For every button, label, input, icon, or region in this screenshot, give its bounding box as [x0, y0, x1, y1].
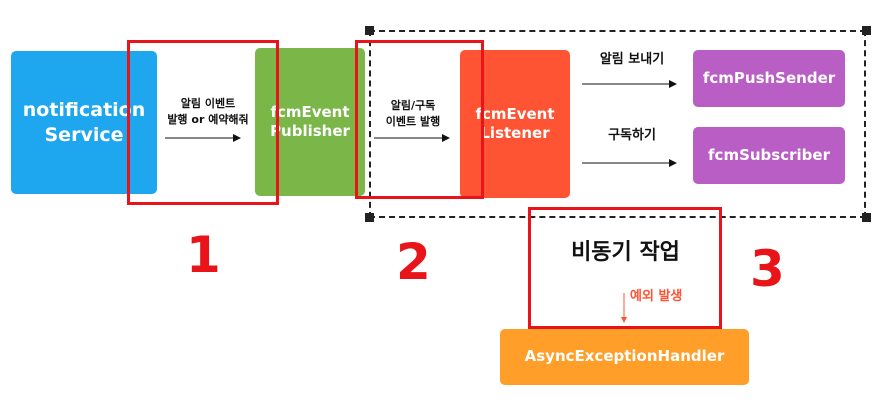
label-listener-to-sender: 알림 보내기 [599, 52, 665, 67]
label-publisher-to-listener: 알림/구독 이벤트 발행 [385, 99, 441, 128]
frame-handle-bottom-left[interactable] [365, 213, 374, 222]
frame-handle-bottom-right[interactable] [862, 213, 871, 222]
label-service-to-publisher: 알림 이벤트 발행 or 예약해줘 [167, 97, 249, 126]
frame-handle-top-right[interactable] [862, 26, 871, 35]
highlight-frame-3 [528, 207, 722, 329]
highlight-frame-2 [355, 40, 484, 199]
async-exception-handler-node: AsyncExceptionHandler [500, 329, 749, 385]
label-listener-to-subscriber: 구독하기 [608, 128, 656, 143]
label-exception: 예외 발생 [630, 289, 683, 304]
highlight-frame-1 [127, 40, 279, 205]
async-work-label: 비동기 작업 [571, 240, 680, 265]
step-number-1: 1 [186, 226, 221, 284]
step-number-2: 2 [396, 233, 431, 291]
step-number-3: 3 [750, 240, 785, 298]
notification-service-node: notification Service [11, 51, 157, 194]
frame-handle-top-left[interactable] [365, 26, 374, 35]
fcm-event-publisher-node: fcmEvent Publisher [255, 48, 365, 196]
fcm-push-sender-node: fcmPushSender [693, 50, 845, 107]
fcm-subscriber-node: fcmSubscriber [693, 127, 845, 184]
async-group-frame [369, 30, 866, 218]
fcm-event-listener-node: fcmEvent Listener [460, 50, 570, 198]
